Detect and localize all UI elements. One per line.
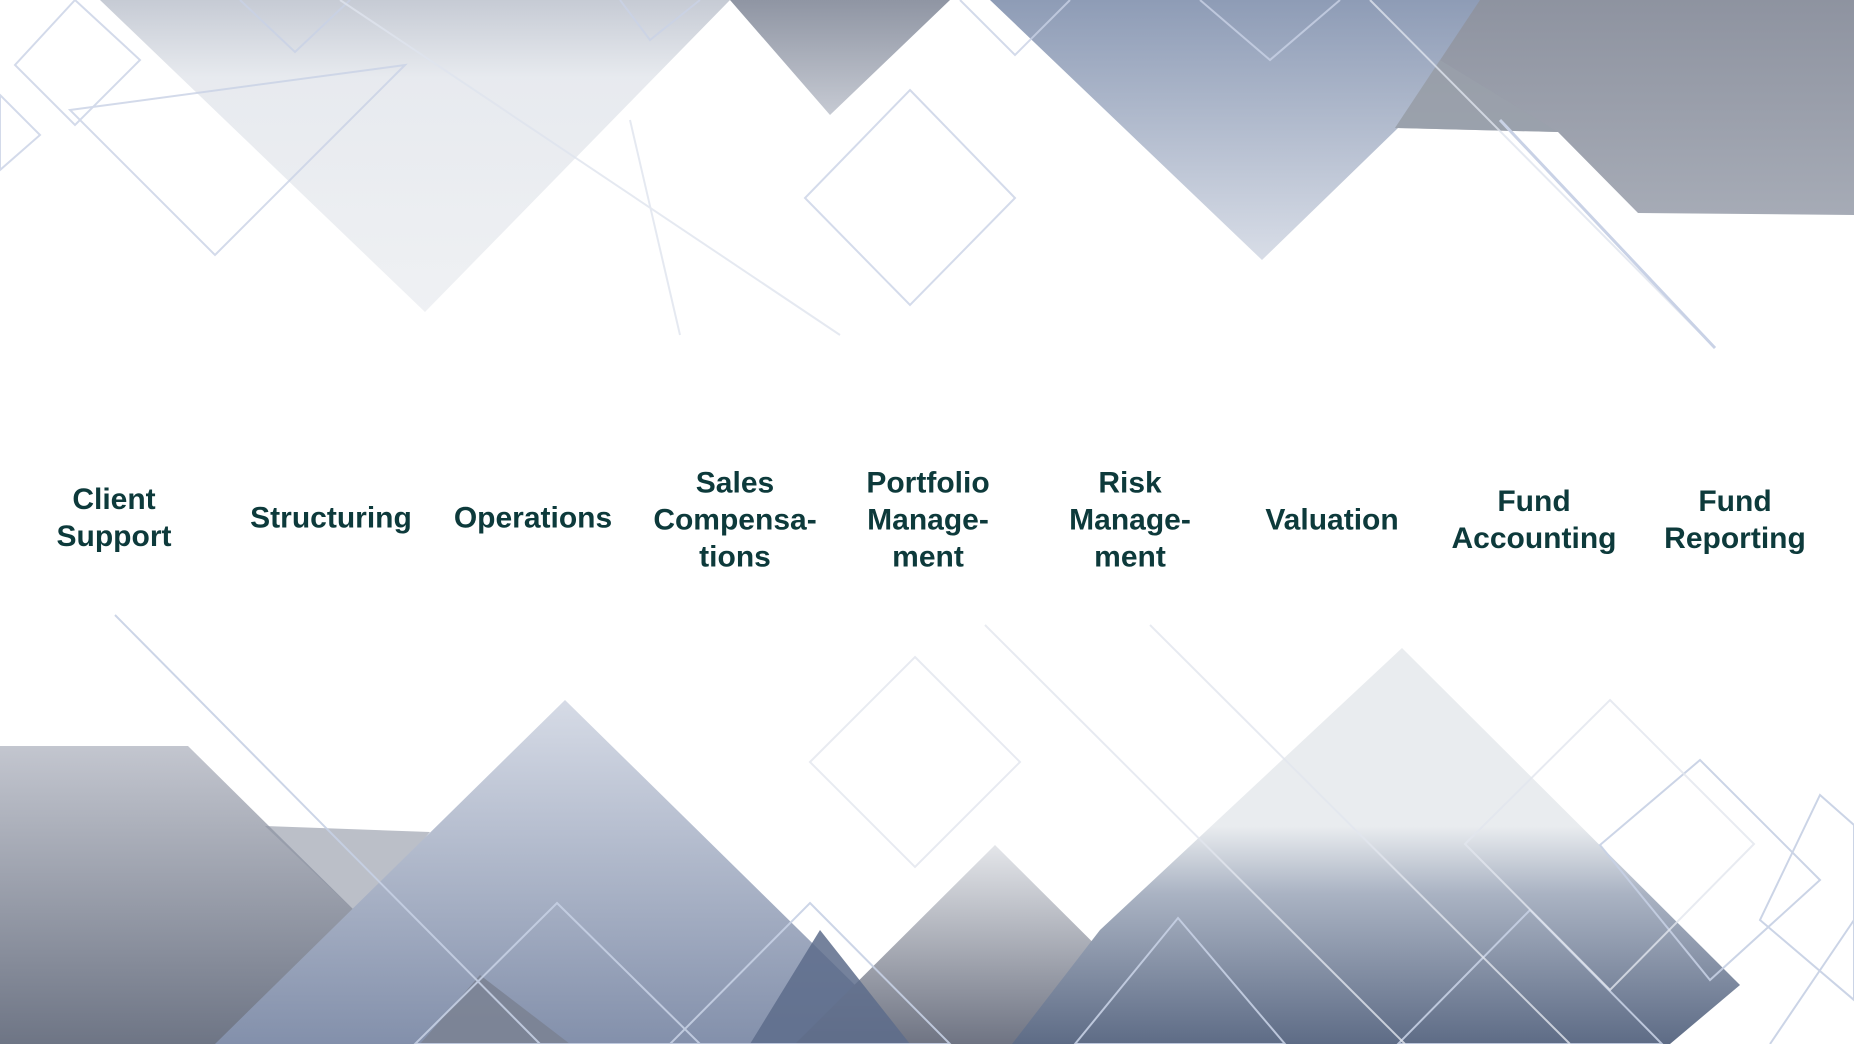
label-sales-compensations: Sales Compensa- tions [653,466,817,574]
label-operations: Operations [453,501,613,535]
label-portfolio-management: Portfolio Manage- ment [866,466,990,574]
label-client-support: Client Support [56,483,172,553]
label-valuation: Valuation [1265,503,1399,537]
label-structuring: Structuring [250,501,412,535]
label-risk-management: Risk Manage- ment [1069,466,1191,574]
label-fund-reporting: Fund Reporting [1664,485,1806,555]
label-fund-accounting: Fund Accounting [1451,485,1617,555]
